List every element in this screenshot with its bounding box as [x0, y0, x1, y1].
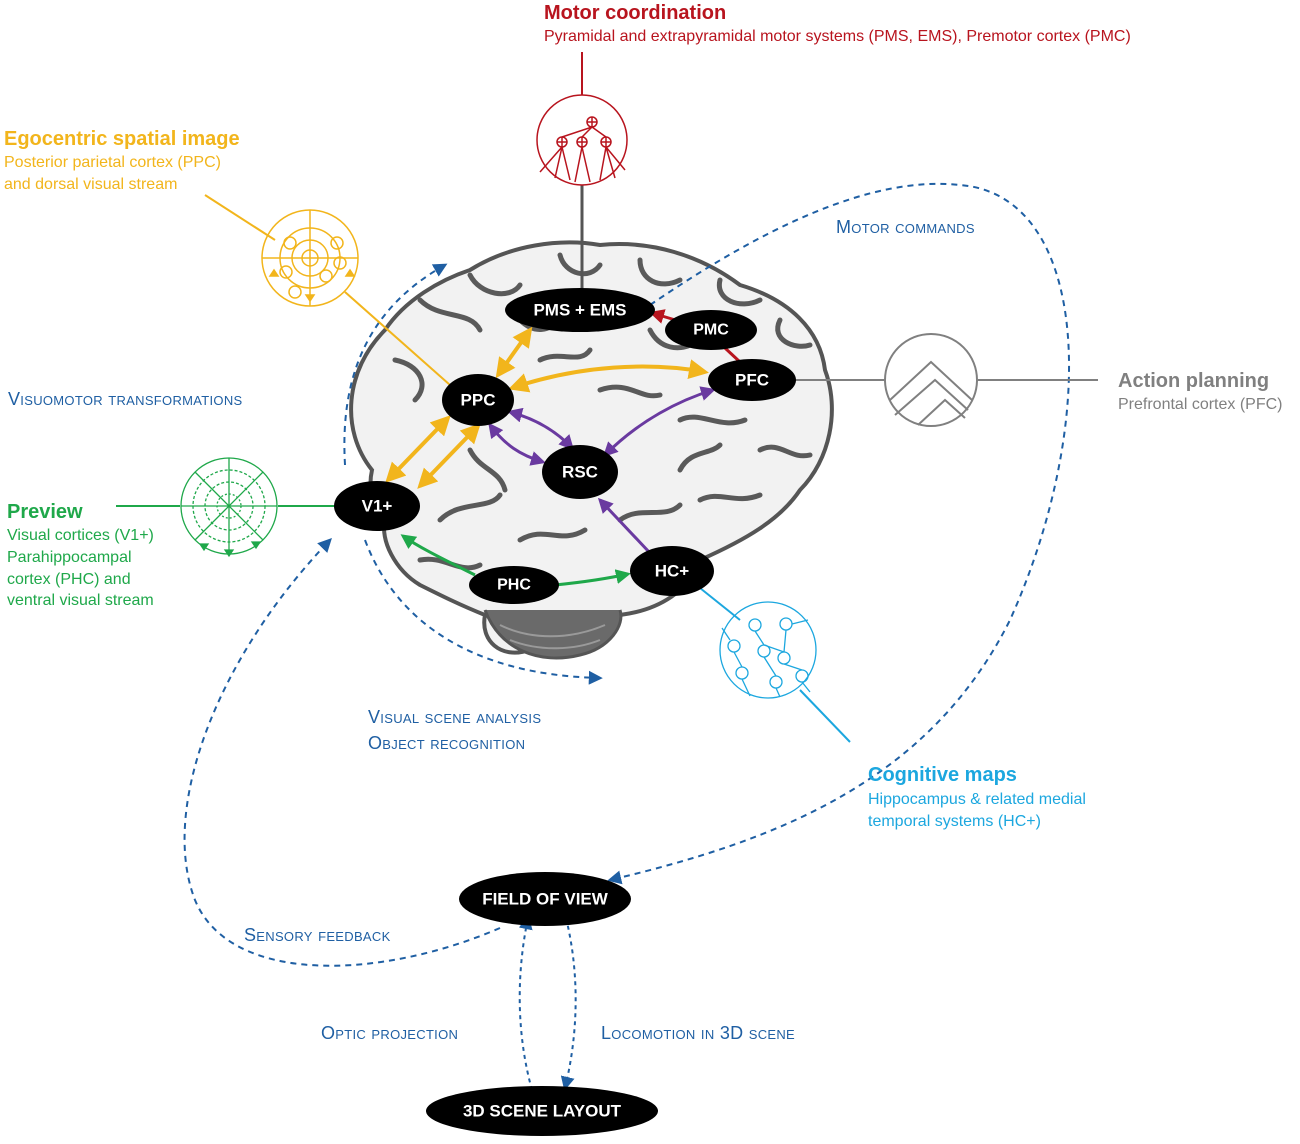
- node-pmc-label: PMC: [693, 322, 729, 339]
- sensory-feedback-loop-arrow: [183, 537, 501, 967]
- spatial-title: Egocentric spatial image: [4, 128, 240, 150]
- hc-to-cognitive-line: [699, 587, 741, 621]
- cognitive-title: Cognitive maps: [868, 764, 1017, 786]
- arrow-ppc-pfc: [508, 359, 709, 393]
- node-hc-label: HC+: [655, 562, 690, 581]
- preview-subtitle-4: ventral visual stream: [7, 592, 154, 609]
- preview-subtitle-1: Visual cortices (V1+): [7, 527, 154, 544]
- node-rsc[interactable]: RSC: [542, 445, 618, 499]
- node-v1[interactable]: V1+: [334, 481, 420, 531]
- node-pmc[interactable]: PMC: [665, 310, 757, 350]
- nested-chevron-icon: [884, 333, 978, 427]
- locomotion-label: Locomotion in 3D scene: [601, 1023, 795, 1043]
- node-pms-ems-label: PMS + EMS: [533, 301, 626, 320]
- node-phc-label: PHC: [497, 577, 531, 594]
- spatial-subtitle-2: and dorsal visual stream: [4, 176, 177, 193]
- node-3d-scene-layout-label: 3D SCENE LAYOUT: [463, 1102, 622, 1121]
- cerebellum-folds: [499, 624, 606, 650]
- planning-subtitle: Prefrontal cortex (PFC): [1118, 396, 1282, 413]
- preview-subtitle-3: cortex (PHC) and: [7, 571, 131, 588]
- arrow-ppc-pms: [495, 326, 533, 379]
- object-recognition-label: Object recognition: [368, 733, 525, 753]
- motor-title: Motor coordination: [544, 2, 726, 24]
- spatial-connector-line: [204, 194, 276, 241]
- network-map-icon: [719, 601, 817, 699]
- node-pfc-label: PFC: [735, 371, 769, 390]
- motor-commands-loop-arrow: [607, 182, 1070, 885]
- locomotion-arrow: [560, 917, 577, 1091]
- arrow-phc-v1: [400, 534, 476, 577]
- visual-scene-arc-arrow: [364, 539, 603, 685]
- spatial-subtitle-1: Posterior parietal cortex (PPC): [4, 154, 221, 171]
- arrow-pfc-pmc: [723, 346, 742, 364]
- motor-subtitle: Pyramidal and extrapyramidal motor syste…: [544, 28, 1131, 45]
- node-hc[interactable]: HC+: [630, 546, 714, 596]
- node-ppc[interactable]: PPC: [442, 374, 514, 426]
- arrow-ppc-rsc-a: [507, 407, 575, 451]
- hierarchical-network-icon: [536, 94, 628, 186]
- visuomotor-label: Visuomotor transformations: [8, 389, 243, 409]
- optic-projection-label: Optic projection: [321, 1023, 458, 1043]
- arrow-hc-rsc: [597, 497, 652, 555]
- node-rsc-label: RSC: [562, 463, 598, 482]
- arrow-ppc-rsc-b: [488, 422, 546, 466]
- egocentric-radar-icon: [261, 209, 359, 307]
- polar-grid-icon: [180, 457, 278, 558]
- preview-title: Preview: [7, 501, 83, 523]
- arrow-rsc-pfc: [602, 386, 716, 458]
- cerebellum: [483, 609, 623, 660]
- node-field-of-view-label: FIELD OF VIEW: [482, 890, 609, 909]
- arrow-phc-hc: [554, 569, 631, 587]
- node-v1-label: V1+: [362, 497, 393, 516]
- node-field-of-view[interactable]: FIELD OF VIEW: [459, 872, 631, 926]
- motor-commands-label: Motor commands: [836, 217, 975, 237]
- visual-scene-label: Visual scene analysis: [368, 707, 541, 727]
- node-ppc-label: PPC: [461, 391, 496, 410]
- cognitive-subtitle-2: temporal systems (HC+): [868, 813, 1041, 830]
- planning-title: Action planning: [1118, 370, 1269, 392]
- node-3d-scene-layout[interactable]: 3D SCENE LAYOUT: [426, 1086, 658, 1136]
- node-pms-ems[interactable]: PMS + EMS: [505, 288, 655, 332]
- optic-projection-arrow: [518, 915, 533, 1091]
- cognitive-connector-line: [799, 689, 851, 743]
- spatial-to-ppc-line: [344, 291, 451, 386]
- node-pfc[interactable]: PFC: [708, 359, 796, 401]
- cognitive-subtitle-1: Hippocampus & related medial: [868, 791, 1086, 808]
- sensory-feedback-label: Sensory feedback: [244, 925, 391, 945]
- arrow-v1-ppc-b: [417, 423, 481, 489]
- preview-subtitle-2: Parahippocampal: [7, 549, 132, 566]
- node-phc[interactable]: PHC: [469, 566, 559, 604]
